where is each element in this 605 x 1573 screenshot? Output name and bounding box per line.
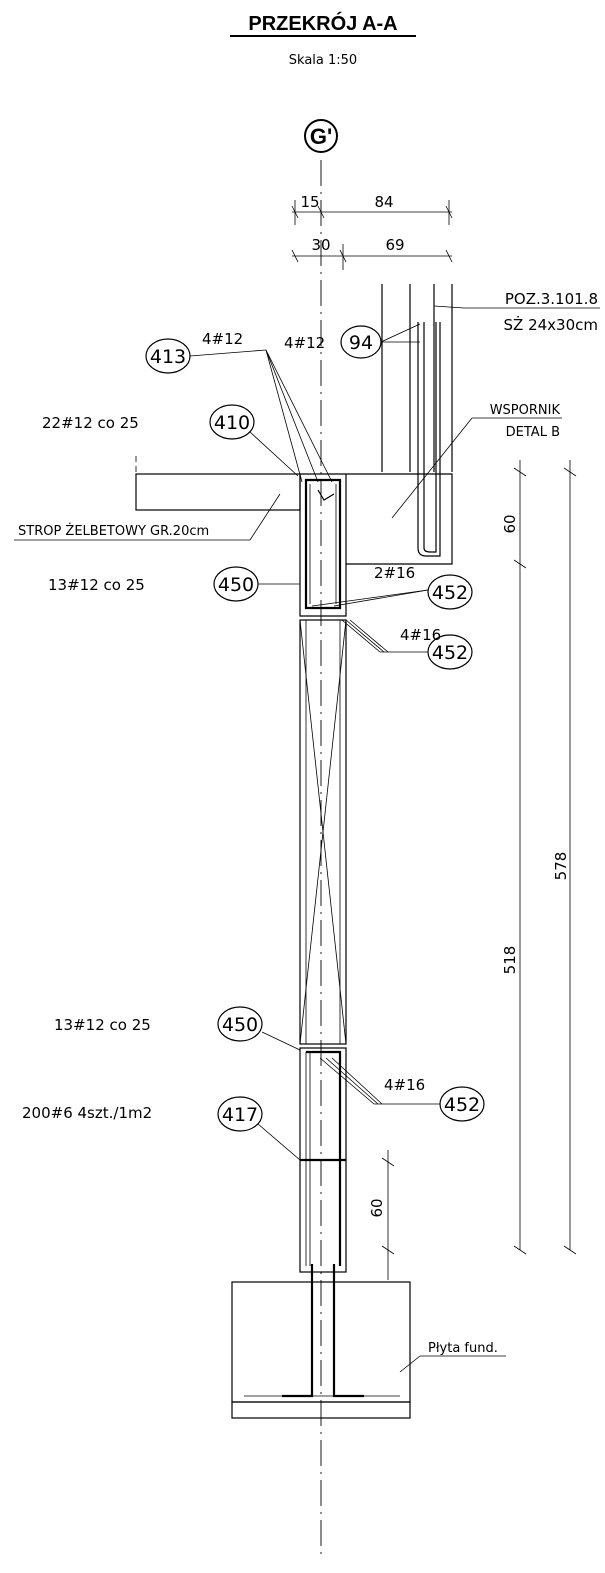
wspornik-leader [391, 417, 473, 519]
grid-axis-label: G' [310, 124, 332, 149]
bracket-rebar-hook [317, 489, 335, 501]
wspornik-label: WSPORNIK [490, 403, 561, 418]
dim-tick [513, 467, 527, 477]
bubble-450-bot [217, 1006, 263, 1042]
bubble-452a-text: 452 [432, 582, 468, 604]
leader-413 [265, 349, 319, 483]
leader-452a [311, 589, 429, 607]
bars-410-label: 22#12 co 25 [42, 414, 139, 432]
plyta-label: Płyta fund. [428, 1341, 498, 1356]
leader-452b [345, 619, 385, 653]
bubble-410 [209, 404, 255, 440]
wall-diagonal [299, 619, 347, 1045]
wall-section [299, 619, 347, 1045]
dim-60-bracket: 60 [501, 514, 519, 533]
dim-tick [513, 559, 527, 569]
bubble-452c-text: 452 [444, 1094, 480, 1116]
dim-tick [381, 1157, 395, 1167]
bracket-stirrup [304, 478, 342, 610]
bars-452b-label: 4#16 [400, 626, 441, 644]
leader-94 [380, 323, 421, 343]
leader-452a [333, 589, 429, 607]
sz-label: SŻ 24x30cm [504, 315, 598, 334]
drawing-title: PRZEKRÓJ A-A [248, 11, 397, 35]
dim-30: 30 [311, 236, 330, 254]
scale-label: Skala 1:50 [289, 53, 357, 68]
dim-84: 84 [374, 193, 393, 211]
leader-452c [331, 1057, 383, 1105]
dim-15: 15 [300, 193, 319, 211]
leader-452c [319, 1057, 375, 1105]
poz-leader [433, 305, 465, 309]
bubble-94-text: 94 [349, 332, 373, 354]
dim-tick [317, 205, 325, 219]
dim-518: 518 [501, 946, 519, 975]
lower-stirrup [306, 1050, 342, 1266]
leader-452b [341, 619, 381, 653]
leader-452c [325, 1057, 379, 1105]
dim-tick [563, 467, 577, 477]
bars-450-bot-label: 13#12 co 25 [54, 1016, 151, 1034]
leader-450-bot [261, 1031, 301, 1051]
strop-label: STROP ŻELBETOWY GR.20cm [18, 523, 209, 539]
leader-410 [249, 431, 299, 477]
bubble-450-top-text: 450 [218, 574, 254, 596]
bubble-417-text: 417 [222, 1104, 258, 1126]
foundation-lean-layer [231, 1401, 411, 1419]
bubble-452b-text: 452 [432, 642, 468, 664]
dim-578: 578 [552, 852, 570, 881]
dim-tick [291, 249, 299, 263]
slab [135, 473, 301, 511]
grid-axis-bubble [304, 119, 338, 153]
bars-452a-label: 2#16 [374, 564, 415, 582]
leader-417 [257, 1123, 301, 1161]
dim-60-footing: 60 [368, 1198, 386, 1217]
dim-tick [513, 1245, 527, 1255]
foundation-bar [332, 1264, 364, 1398]
bars-452c-label: 4#16 [384, 1076, 425, 1094]
leader-413 [265, 349, 333, 483]
dim-tick [445, 249, 453, 263]
bars-450-top-label: 13#12 co 25 [48, 576, 145, 594]
strop-leader [249, 493, 281, 541]
foundation-bar [282, 1264, 314, 1398]
bracket-outline [299, 473, 453, 617]
bars-94-label: 4#12 [284, 334, 325, 352]
bubble-413-text: 413 [150, 346, 186, 368]
poz-label: POZ.3.101.8 [505, 290, 598, 308]
dim-tick [563, 1245, 577, 1255]
bubble-450-bot-text: 450 [222, 1014, 258, 1036]
dim-69: 69 [385, 236, 404, 254]
bubble-417 [217, 1096, 263, 1132]
bars-413-label: 4#12 [202, 330, 243, 348]
leader-413 [265, 349, 303, 483]
bubble-410-text: 410 [214, 412, 250, 434]
bubble-452a [427, 574, 473, 610]
detal-label: DETAL B [506, 425, 560, 440]
upper-column-rebar [417, 322, 441, 557]
bars-417-label: 200#6 4szt./1m2 [22, 1104, 152, 1122]
leader-413 [189, 349, 267, 357]
upper-column-rebar [423, 322, 437, 553]
dim-tick [381, 1245, 395, 1255]
leader-452b [349, 619, 389, 653]
plyta-leader [399, 1355, 421, 1373]
